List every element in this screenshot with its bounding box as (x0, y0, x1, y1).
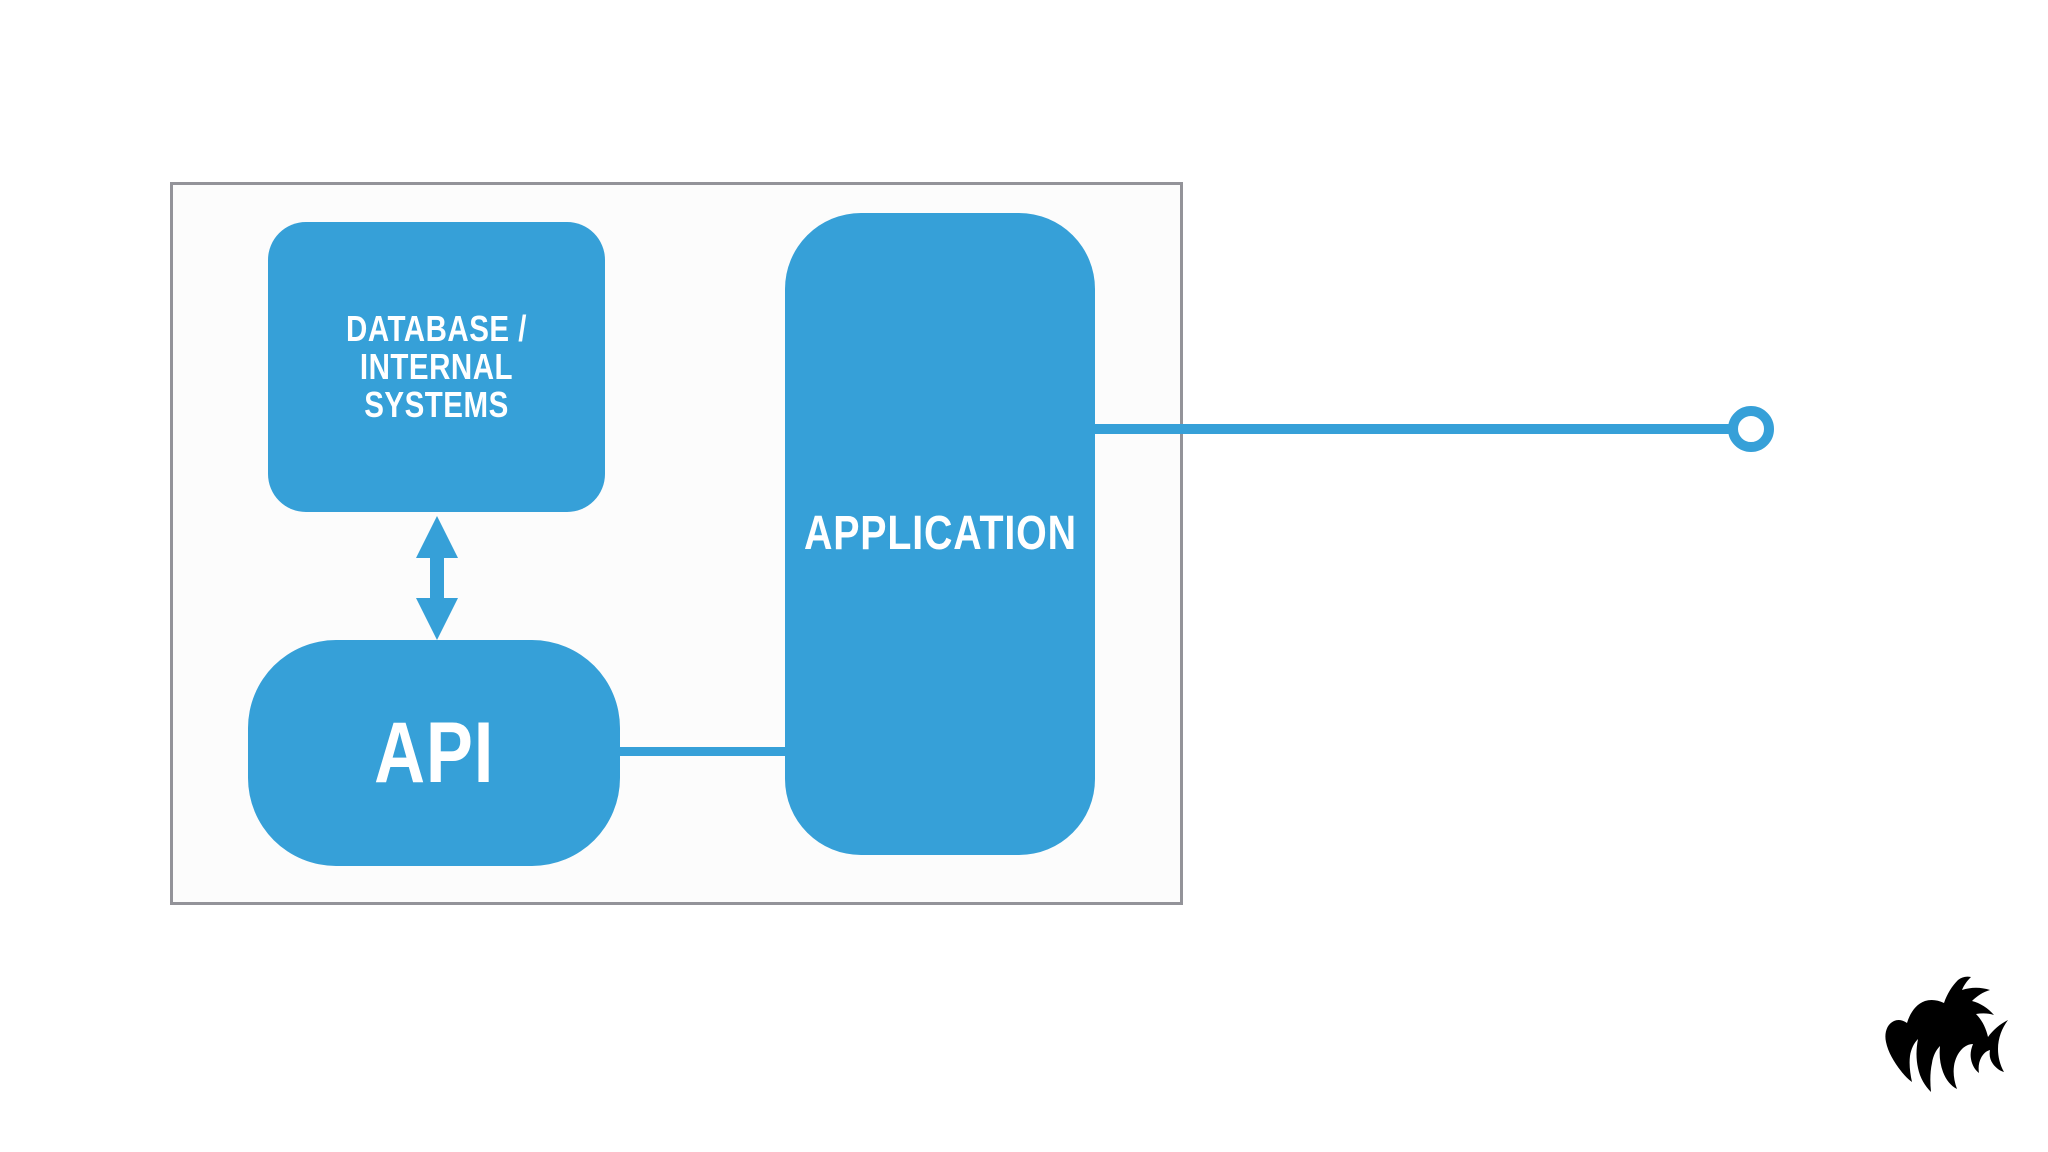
node-database-label: DATABASE / INTERNAL SYSTEMS (346, 308, 527, 425)
node-application[interactable]: APPLICATION (785, 213, 1095, 855)
node-api[interactable]: API (248, 640, 620, 866)
node-api-label: API (373, 704, 495, 801)
connector-application-external-endpoint (1090, 424, 1754, 434)
claw-logo-icon (1885, 976, 2008, 1092)
double-headed-arrow-icon (416, 516, 458, 640)
external-endpoint-ring[interactable] (1728, 406, 1774, 452)
connector-api-application (614, 747, 790, 756)
claw-logo (1872, 962, 2024, 1114)
node-application-label: APPLICATION (803, 506, 1077, 560)
connector-database-api-bidirectional-arrow (414, 514, 460, 642)
node-database-internal-systems[interactable]: DATABASE / INTERNAL SYSTEMS (268, 222, 605, 512)
